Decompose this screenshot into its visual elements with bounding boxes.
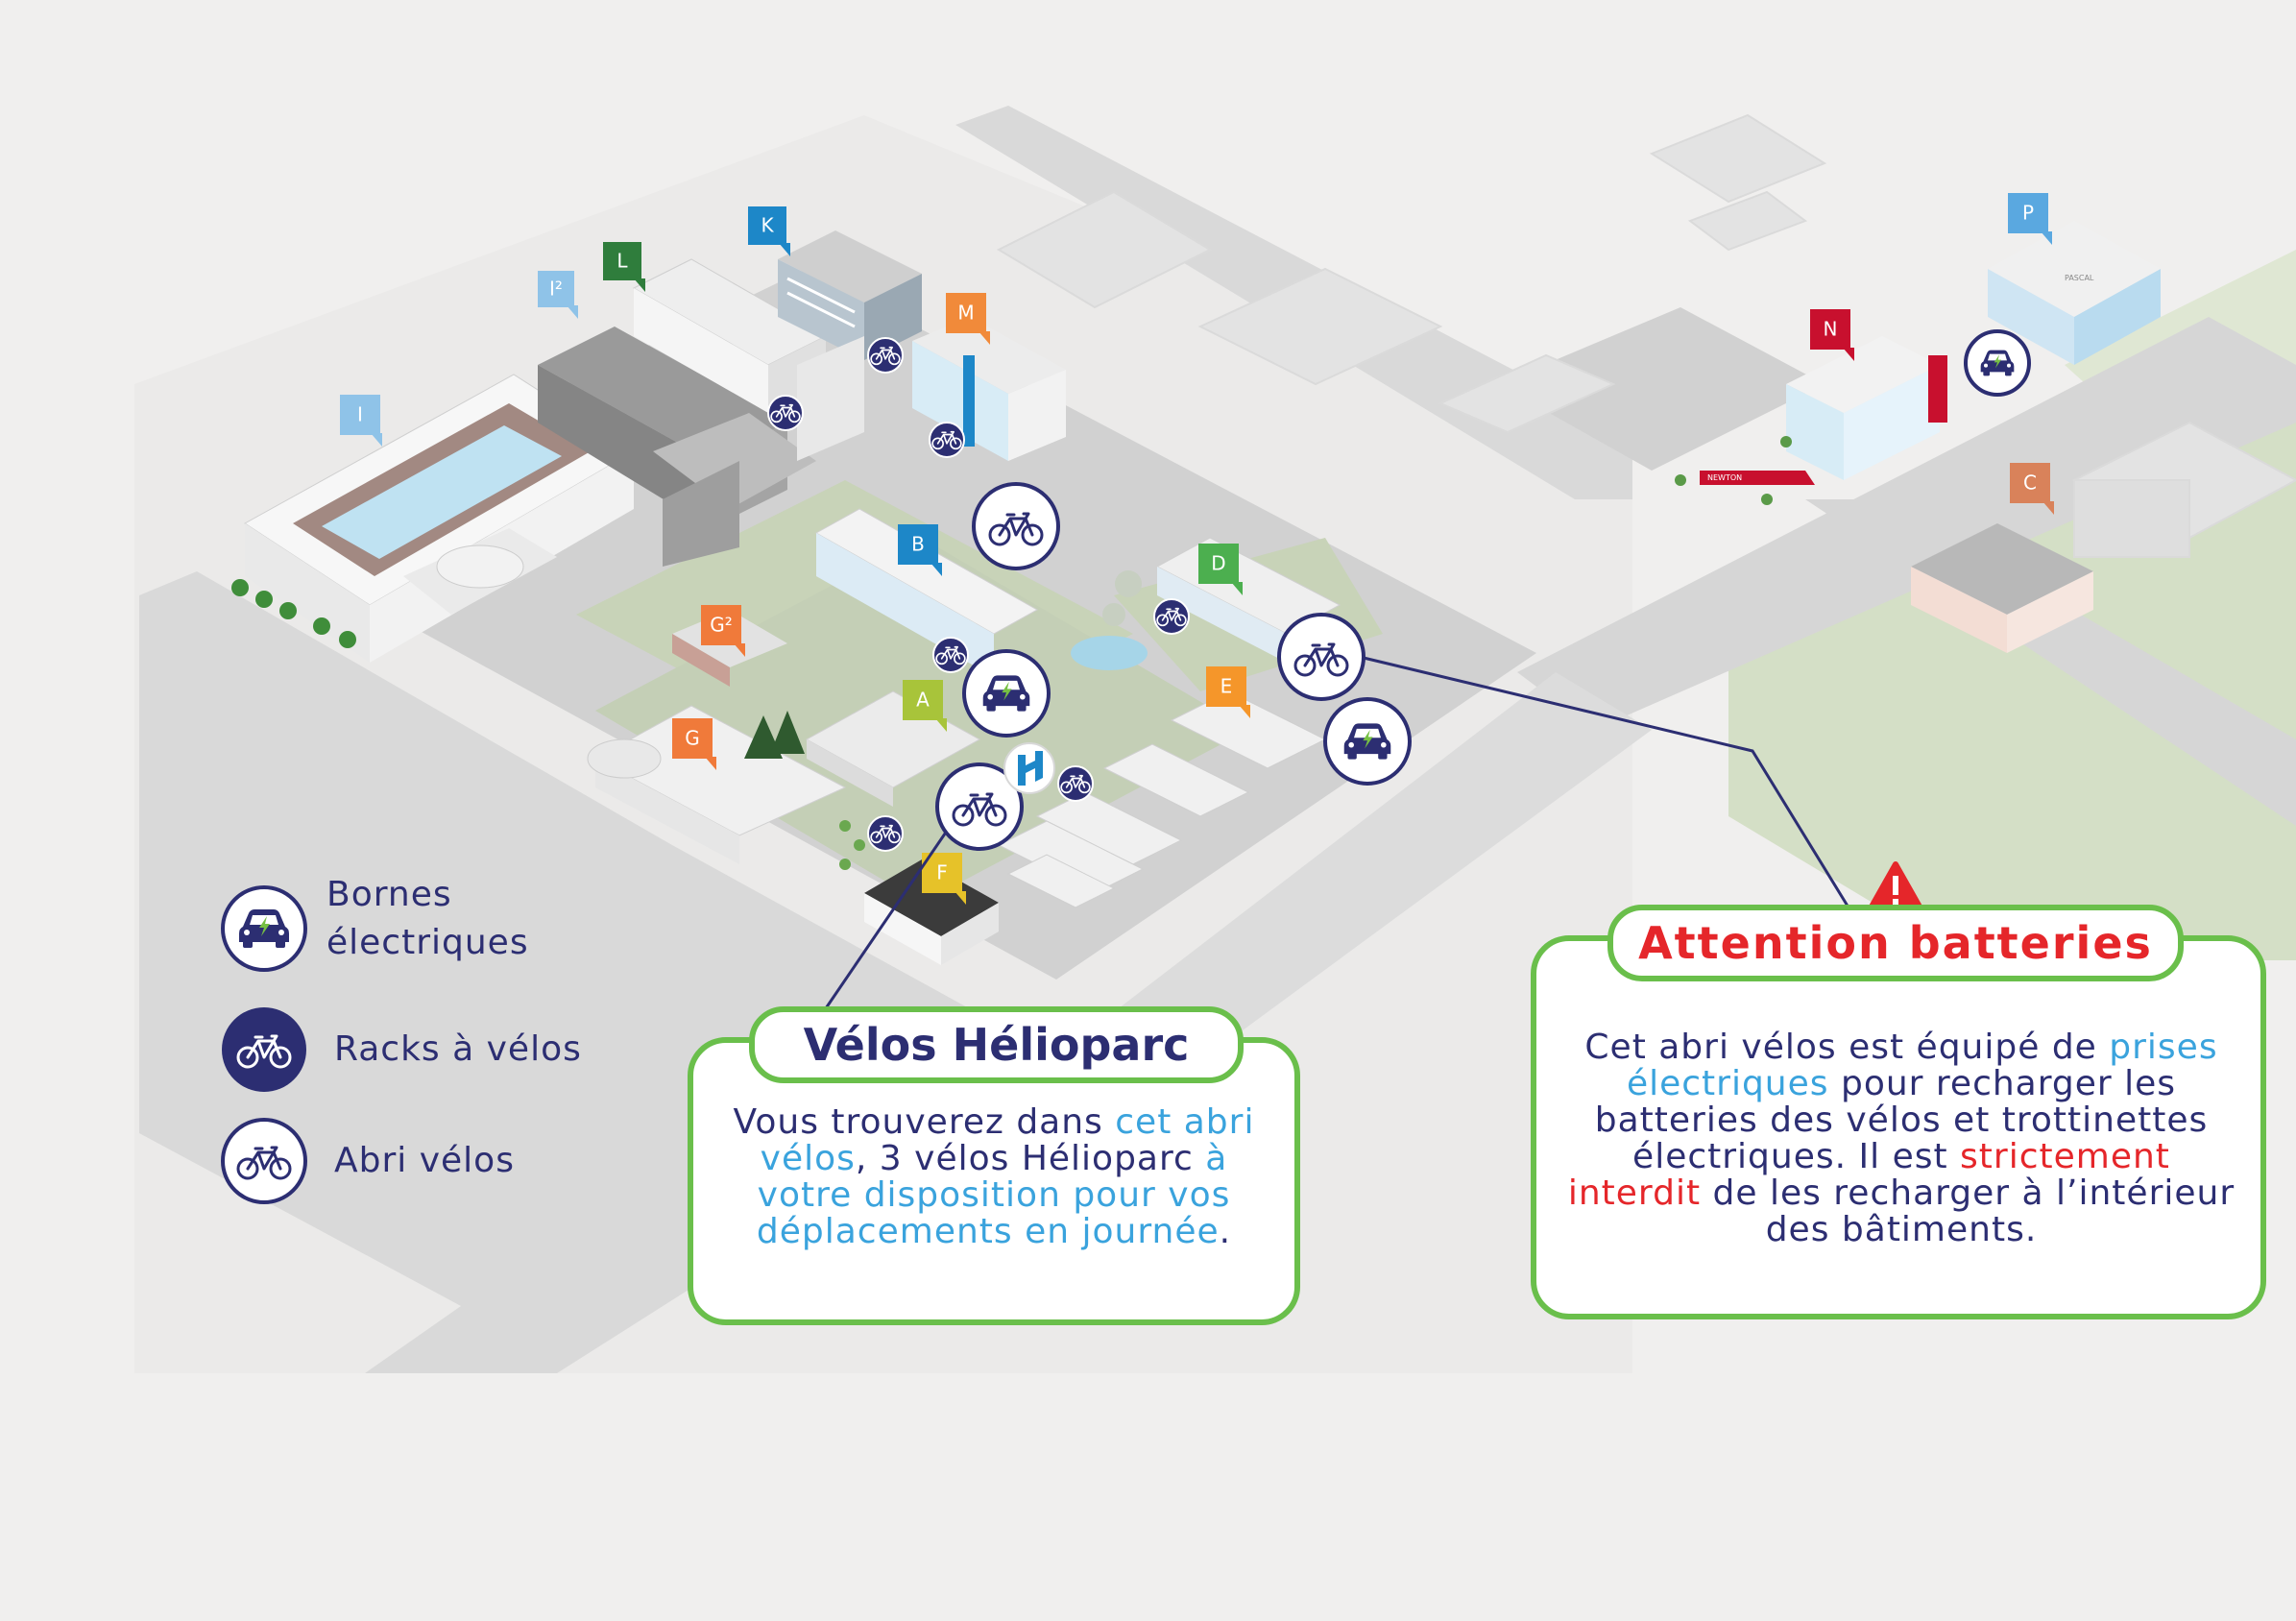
legend-item-shelter: Abri vélos bbox=[219, 1116, 515, 1206]
building-M bbox=[912, 317, 1066, 461]
charging-station-marker[interactable] bbox=[1323, 697, 1412, 786]
bike-rack-marker[interactable] bbox=[867, 337, 904, 374]
svg-text:I: I bbox=[357, 403, 363, 426]
building-tags: I I² L K M B G² G A F D E N P C bbox=[340, 193, 2054, 905]
svg-text:M: M bbox=[957, 302, 974, 325]
callout-attention-batteries bbox=[1531, 935, 2266, 1319]
tag-I2[interactable]: I² bbox=[538, 271, 578, 319]
tag-B[interactable]: B bbox=[898, 524, 942, 576]
svg-text:I²: I² bbox=[549, 278, 563, 301]
bike-rack-icon bbox=[222, 1007, 306, 1092]
tag-C[interactable]: C bbox=[2010, 463, 2054, 515]
tag-G[interactable]: G bbox=[672, 718, 716, 770]
svg-text:K: K bbox=[761, 214, 774, 237]
building-C bbox=[1911, 523, 2093, 653]
legend-item-rack: Racks à vélos bbox=[219, 1004, 582, 1095]
tag-D[interactable]: D bbox=[1198, 544, 1243, 595]
connector-batteries-callout bbox=[1363, 656, 1850, 908]
tag-P[interactable]: P bbox=[2008, 193, 2052, 245]
building-F bbox=[864, 859, 999, 965]
callout-batteries-title: Attention batteries bbox=[1607, 905, 2184, 981]
callout-velos-title: Vélos Hélioparc bbox=[749, 1006, 1244, 1083]
bike-rack-marker[interactable] bbox=[867, 815, 904, 852]
tag-I[interactable]: I bbox=[340, 395, 382, 447]
charging-markers bbox=[962, 329, 2031, 786]
building-I2 bbox=[538, 327, 816, 567]
svg-text:B: B bbox=[911, 533, 925, 556]
building-I bbox=[244, 374, 635, 663]
svg-text:P: P bbox=[2022, 202, 2034, 225]
svg-text:L: L bbox=[616, 250, 628, 273]
tag-E[interactable]: E bbox=[1206, 666, 1250, 718]
legend-item-charging: Bornes électriques bbox=[219, 875, 529, 974]
building-sign-N: NEWTON bbox=[1707, 473, 1742, 482]
tag-N[interactable]: N bbox=[1810, 309, 1854, 361]
charging-station-marker[interactable] bbox=[1964, 329, 2031, 397]
charging-station-marker[interactable] bbox=[962, 649, 1051, 738]
svg-text:N: N bbox=[1824, 318, 1838, 341]
bike-rack-marker[interactable] bbox=[1153, 598, 1190, 635]
callout-batteries-body: Cet abri vélos est équipé de prises élec… bbox=[1567, 1028, 2236, 1249]
building-sign-P: PASCAL bbox=[2065, 274, 2094, 282]
svg-text:G²: G² bbox=[710, 614, 733, 637]
svg-text:A: A bbox=[916, 689, 930, 712]
bike-shelter-marker[interactable] bbox=[1277, 613, 1366, 701]
tag-M[interactable]: M bbox=[946, 293, 990, 345]
bike-rack-marker[interactable] bbox=[929, 422, 965, 458]
bike-rack-marker[interactable] bbox=[767, 395, 804, 431]
building-G bbox=[587, 705, 847, 864]
bike-shelter-icon bbox=[221, 1118, 307, 1204]
bike-rack-marker[interactable] bbox=[1057, 765, 1094, 802]
tag-K[interactable]: K bbox=[748, 206, 790, 256]
legend-label-shelter: Abri vélos bbox=[334, 1141, 515, 1180]
bike-shelter-marker[interactable] bbox=[972, 482, 1060, 570]
helioparc-logo bbox=[1003, 742, 1055, 794]
svg-text:E: E bbox=[1221, 675, 1233, 698]
legend-label-rack: Racks à vélos bbox=[334, 1029, 582, 1069]
svg-text:F: F bbox=[936, 861, 948, 884]
bike-rack-markers bbox=[767, 337, 1190, 852]
tag-G2[interactable]: G² bbox=[701, 605, 745, 657]
tag-A[interactable]: A bbox=[903, 680, 947, 732]
building-P: PASCAL bbox=[1988, 221, 2161, 365]
svg-text:D: D bbox=[1211, 552, 1225, 575]
legend-label-charging-2: électriques bbox=[326, 923, 529, 962]
legend-label-charging-1: Bornes bbox=[326, 875, 452, 914]
tag-L[interactable]: L bbox=[603, 242, 645, 292]
building-E bbox=[997, 690, 1327, 908]
background-buildings bbox=[996, 113, 2296, 558]
svg-text:C: C bbox=[2023, 472, 2037, 495]
callout-velos-body: Vous trouverez dans cet abri vélos, 3 vé… bbox=[733, 1102, 1255, 1251]
svg-text:G: G bbox=[685, 727, 700, 750]
building-N: NEWTON bbox=[1700, 336, 1947, 485]
bike-rack-marker[interactable] bbox=[932, 637, 969, 673]
callout-velos-helioparc bbox=[688, 1037, 1300, 1325]
bike-shelter-marker[interactable] bbox=[935, 762, 1024, 851]
ev-charging-icon bbox=[221, 885, 307, 972]
bike-shelter-markers bbox=[935, 482, 1366, 851]
trees bbox=[231, 436, 1792, 870]
